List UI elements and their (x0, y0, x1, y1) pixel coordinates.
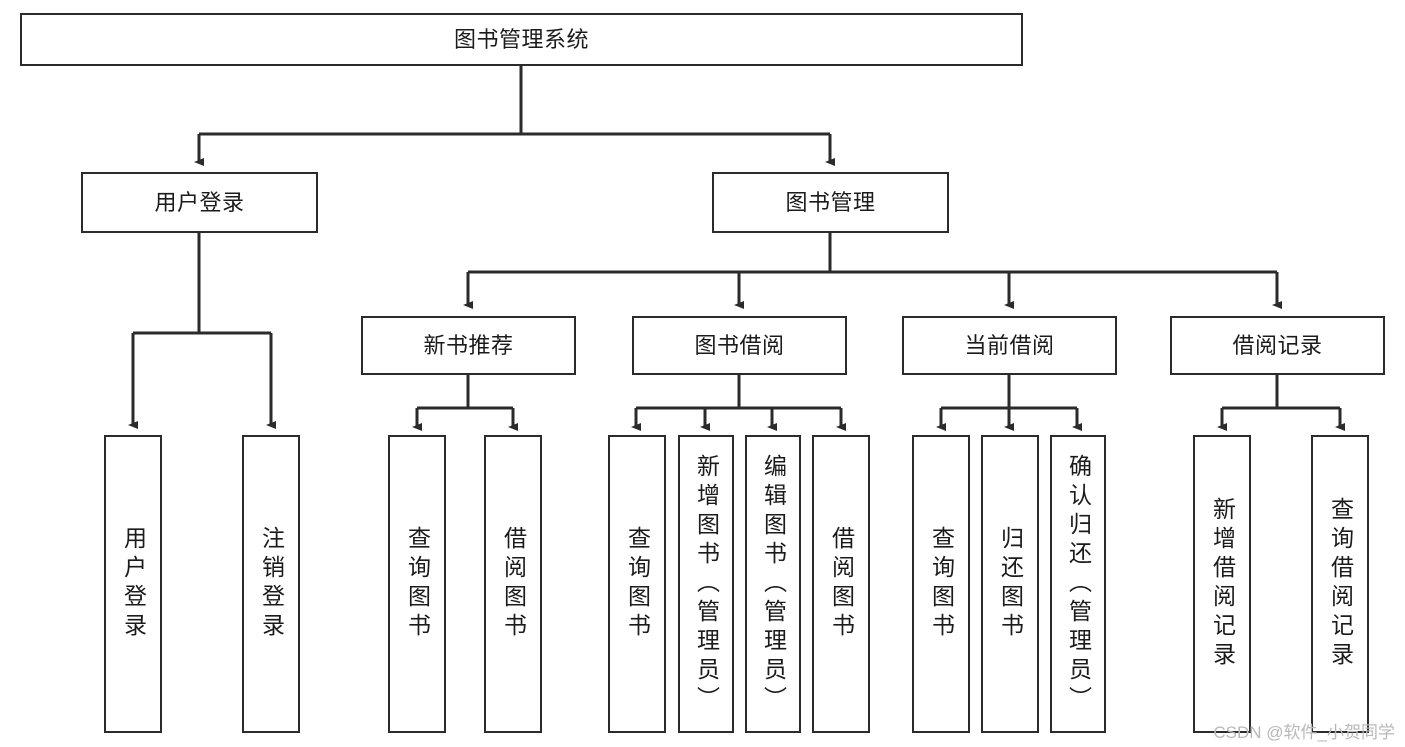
node-book-borrow[interactable]: 图书借阅 (632, 316, 847, 375)
leaf-user-login-login[interactable]: 用户登录 (104, 435, 162, 733)
node-label: 图书管理 (785, 189, 876, 215)
node-label: 归还图书 (997, 526, 1024, 642)
leaf-user-login-logout[interactable]: 注销登录 (242, 435, 300, 733)
node-label: 图书借阅 (694, 332, 785, 358)
node-label: 图书管理系统 (453, 26, 589, 52)
leaf-borrow-edit-book-admin[interactable]: 编辑图书（管理员） (745, 435, 801, 733)
node-label: 确认归还（管理员） (1065, 453, 1092, 715)
node-label: 查询图书 (928, 526, 955, 642)
node-label: 借阅记录 (1232, 332, 1323, 358)
leaf-new-book-query[interactable]: 查询图书 (388, 435, 446, 733)
node-label: 新增图书（管理员） (693, 453, 720, 715)
node-label: 新书推荐 (423, 332, 514, 358)
leaf-current-confirm-return-admin[interactable]: 确认归还（管理员） (1050, 435, 1106, 733)
csdn-watermark: CSDN @软件_小贺同学 (1213, 723, 1395, 742)
node-current-borrow[interactable]: 当前借阅 (902, 316, 1117, 375)
node-label: 用户登录 (120, 526, 147, 642)
node-label: 注销登录 (258, 526, 285, 642)
node-book-management[interactable]: 图书管理 (712, 172, 949, 233)
node-user-login[interactable]: 用户登录 (81, 172, 318, 233)
node-label: 借阅图书 (828, 526, 855, 642)
node-label: 当前借阅 (964, 332, 1055, 358)
node-borrow-record[interactable]: 借阅记录 (1170, 316, 1385, 375)
leaf-record-query-record[interactable]: 查询借阅记录 (1311, 435, 1369, 733)
leaf-current-return-book[interactable]: 归还图书 (981, 435, 1039, 733)
node-label: 编辑图书（管理员） (760, 453, 787, 715)
node-new-book-recommend[interactable]: 新书推荐 (361, 316, 576, 375)
leaf-borrow-add-book-admin[interactable]: 新增图书（管理员） (678, 435, 734, 733)
node-root-system[interactable]: 图书管理系统 (20, 13, 1023, 66)
leaf-record-add-record[interactable]: 新增借阅记录 (1193, 435, 1251, 733)
node-label: 查询图书 (624, 526, 651, 642)
leaf-current-query-book[interactable]: 查询图书 (912, 435, 970, 733)
node-label: 查询图书 (404, 526, 431, 642)
node-label: 借阅图书 (500, 526, 527, 642)
node-label: 查询借阅记录 (1327, 497, 1354, 671)
leaf-borrow-query-book[interactable]: 查询图书 (608, 435, 666, 733)
leaf-borrow-borrow-book[interactable]: 借阅图书 (812, 435, 870, 733)
leaf-new-book-borrow[interactable]: 借阅图书 (484, 435, 542, 733)
node-label: 用户登录 (154, 189, 245, 215)
node-label: 新增借阅记录 (1209, 497, 1236, 671)
